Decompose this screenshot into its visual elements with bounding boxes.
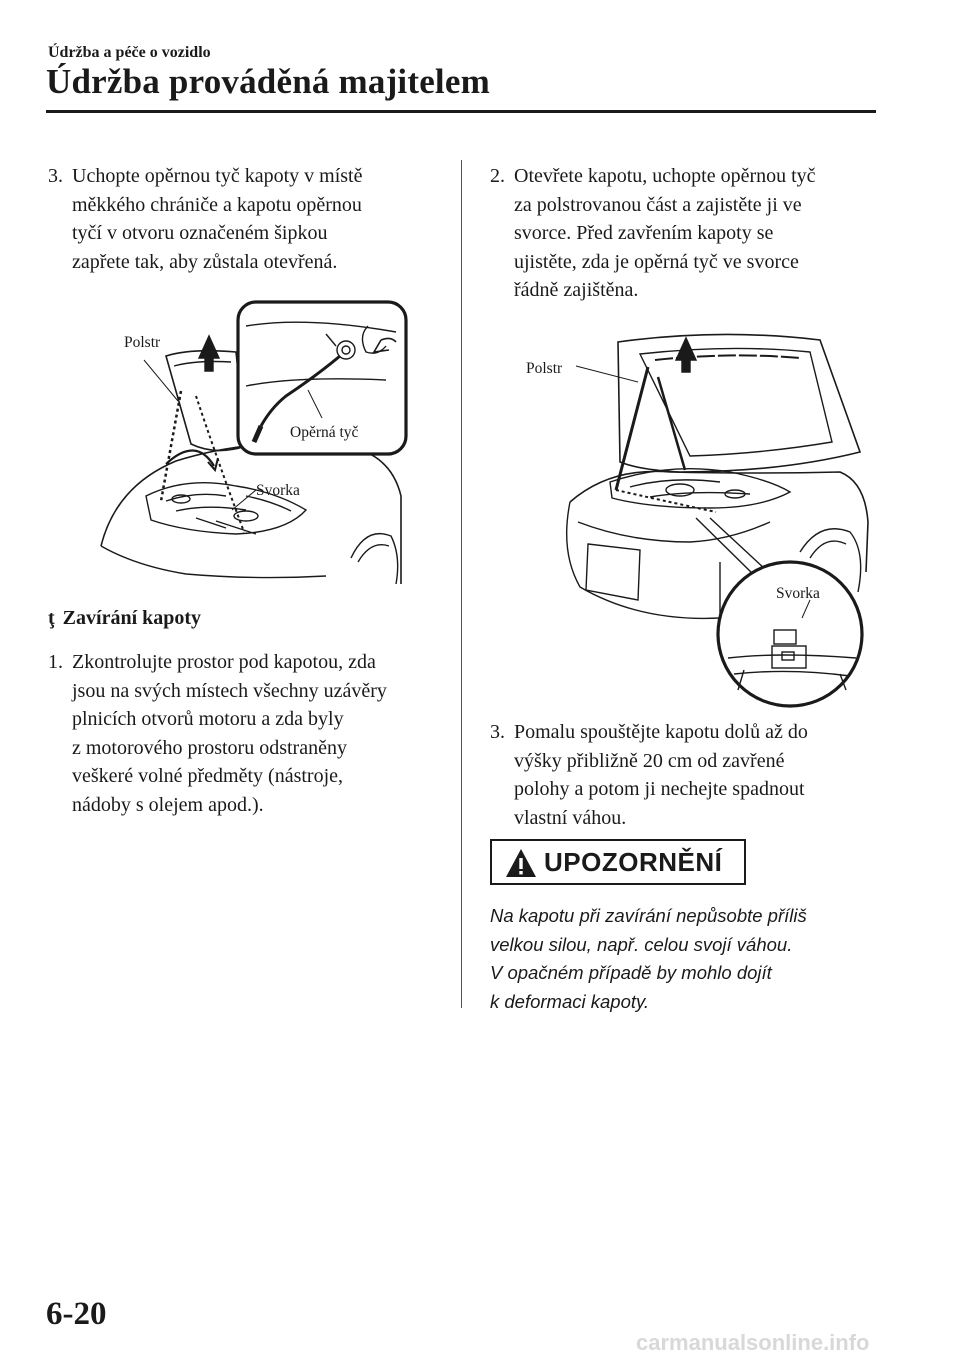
step-text-line: Uchopte opěrnou tyč kapoty v místě	[72, 165, 363, 187]
step-text-line: Pomalu spouštějte kapotu dolů až do	[514, 721, 808, 743]
figure-label-pad: Polstr	[124, 334, 161, 351]
step-text-line: plnicích otvorů motoru a zda byly	[72, 708, 344, 731]
step-number: 2.	[490, 165, 505, 187]
left-step-3: 3. Uchopte opěrnou tyč kapoty v místě mě…	[48, 162, 448, 276]
step-text-line: z motorového prostoru odstraněny	[72, 736, 347, 759]
step-text-line: svorce. Před zavřením kapoty se	[514, 222, 774, 245]
figure-label-clip: Svorka	[256, 482, 300, 499]
step-text-line: vlastní váhou.	[514, 806, 627, 829]
caution-text: Na kapotu při zavírání nepůsobte příliš …	[490, 902, 807, 1016]
caution-text-line: V opačném případě by mohlo dojít	[490, 962, 772, 983]
step-text-line: Zkontrolujte prostor pod kapotou, zda	[72, 651, 376, 673]
chapter-title: Údržba prováděná majitelem	[46, 62, 490, 101]
hood-stay-illustration: Polstr Opěrná tyč Svorka	[96, 296, 416, 586]
caution-text-line: velkou silou, např. celou svojí váhou.	[490, 933, 793, 955]
figure-label-rod: Opěrná tyč	[290, 424, 359, 441]
step-text-line: ujistěte, zda je opěrná tyč ve svorce	[514, 250, 799, 273]
caution-box: UPOZORNĚNÍ	[490, 839, 746, 885]
header-rule	[46, 110, 876, 113]
column-divider	[461, 160, 462, 1008]
step-number: 3.	[48, 165, 63, 187]
subheading-closing-hood: ţ Zavírání kapoty	[48, 607, 201, 630]
subheading-marker: ţ	[48, 607, 55, 629]
caution-title: UPOZORNĚNÍ	[544, 847, 723, 877]
caution-text-line: Na kapotu při zavírání nepůsobte příliš	[490, 905, 807, 926]
figure-label-clip: Svorka	[776, 585, 820, 602]
stay-clip-drawing	[566, 333, 869, 708]
step-text-line: veškeré volné předměty (nástroje,	[72, 765, 344, 788]
hood-stay-drawing	[100, 300, 408, 585]
right-step-3: 3. Pomalu spouštějte kapotu dolů až do v…	[490, 718, 890, 832]
caution-text-line: k deformaci kapoty.	[490, 990, 650, 1012]
step-text-line: Otevřete kapotu, uchopte opěrnou tyč	[514, 165, 816, 187]
left-step-1: 1. Zkontrolujte prostor pod kapotou, zda…	[48, 648, 448, 820]
section-label: Údržba a péče o vozidlo	[48, 44, 211, 61]
step-text-line: výšky přibližně 20 cm od zavřené	[514, 749, 785, 772]
step-number: 1.	[48, 651, 63, 673]
step-number: 3.	[490, 721, 505, 743]
step-text-line: jsou na svých místech všechny uzávěry	[72, 679, 387, 702]
step-text-line: tyčí v otvoru označeném šipkou	[72, 222, 328, 245]
step-text-line: polohy a potom ji nechejte spadnout	[514, 778, 805, 801]
warning-triangle-icon	[506, 849, 536, 877]
page-number: 6-20	[46, 1296, 107, 1332]
step-text-line: zapřete tak, aby zůstala otevřená.	[72, 250, 338, 273]
subheading-title: Zavírání kapoty	[62, 607, 202, 629]
step-text-line: za polstrovanou část a zajistěte ji ve	[514, 193, 802, 216]
step-text-line: řádně zajištěna.	[514, 279, 639, 302]
watermark: carmanualsonline.info	[636, 1330, 870, 1355]
figure-label-pad: Polstr	[526, 360, 563, 377]
stay-clip-illustration: Polstr Svorka	[520, 322, 870, 708]
step-text-line: měkkého chrániče a kapotu opěrnou	[72, 193, 362, 216]
step-text-line: nádoby s olejem apod.).	[72, 793, 264, 816]
right-step-2: 2. Otevřete kapotu, uchopte opěrnou tyč …	[490, 162, 890, 305]
